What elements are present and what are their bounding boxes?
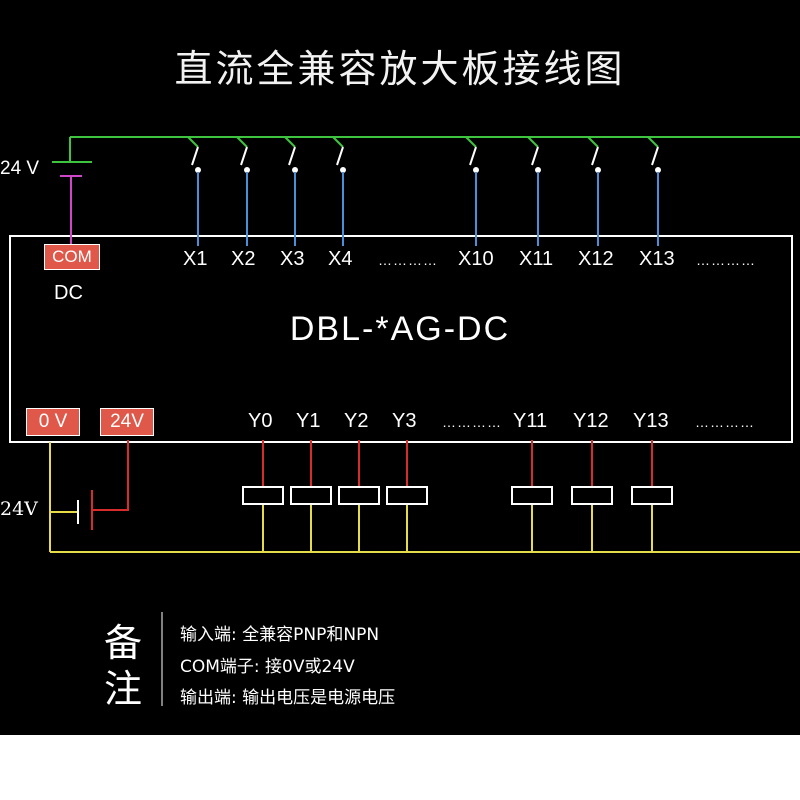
output-wires — [262, 440, 653, 487]
module-outline — [9, 235, 793, 443]
input-label-x12: X12 — [578, 248, 614, 270]
output-label-y12: Y12 — [573, 410, 609, 432]
input-label-x10: X10 — [458, 248, 494, 270]
output-loads — [242, 486, 673, 505]
com-terminal: COM — [44, 244, 100, 270]
note-line-2: COM端子: 接0V或24V — [180, 657, 355, 677]
output-label-y2: Y2 — [344, 410, 369, 432]
output-common-bus — [49, 442, 800, 553]
note-line-1: 输入端: 全兼容PNP和NPN — [180, 625, 380, 645]
input-supply-label: 24 V — [0, 158, 40, 179]
input-switches — [191, 146, 661, 173]
input-label-x11: X11 — [519, 248, 554, 270]
note-line-3: 输出端: 输出电压是电源电压 — [180, 688, 396, 708]
output-ellipsis-2: ………… — [695, 414, 755, 430]
input-label-x1: X1 — [183, 248, 208, 270]
output-label-y3: Y3 — [392, 410, 417, 432]
input-supply-bus — [52, 136, 800, 163]
output-supply-label: 24V — [0, 498, 38, 520]
com-wire — [60, 175, 82, 244]
input-label-x3: X3 — [280, 248, 305, 270]
input-label-x2: X2 — [231, 248, 256, 270]
input-label-x13: X13 — [639, 248, 675, 270]
dc-label: DC — [54, 282, 83, 304]
input-ellipsis-1: ………… — [378, 252, 438, 268]
output-label-y11: Y11 — [513, 410, 548, 432]
diagram-title: 直流全兼容放大板接线图 — [174, 47, 626, 91]
output-ellipsis-1: ………… — [442, 414, 502, 430]
output-24v-wire — [91, 440, 129, 530]
note-heading-2: 注 — [104, 667, 143, 711]
background — [0, 0, 800, 735]
output-label-y0: Y0 — [248, 410, 273, 432]
input-wires — [197, 172, 659, 246]
model-name: DBL-*AG-DC — [289, 310, 511, 348]
input-label-x4: X4 — [328, 248, 353, 270]
note-heading-1: 备 — [104, 621, 143, 665]
output-label-y1: Y1 — [296, 410, 321, 432]
zero-volt-terminal: 0 V — [26, 408, 80, 436]
24v-terminal: 24V — [100, 408, 154, 436]
input-ellipsis-2: ………… — [696, 252, 756, 268]
output-label-y13: Y13 — [633, 410, 669, 432]
